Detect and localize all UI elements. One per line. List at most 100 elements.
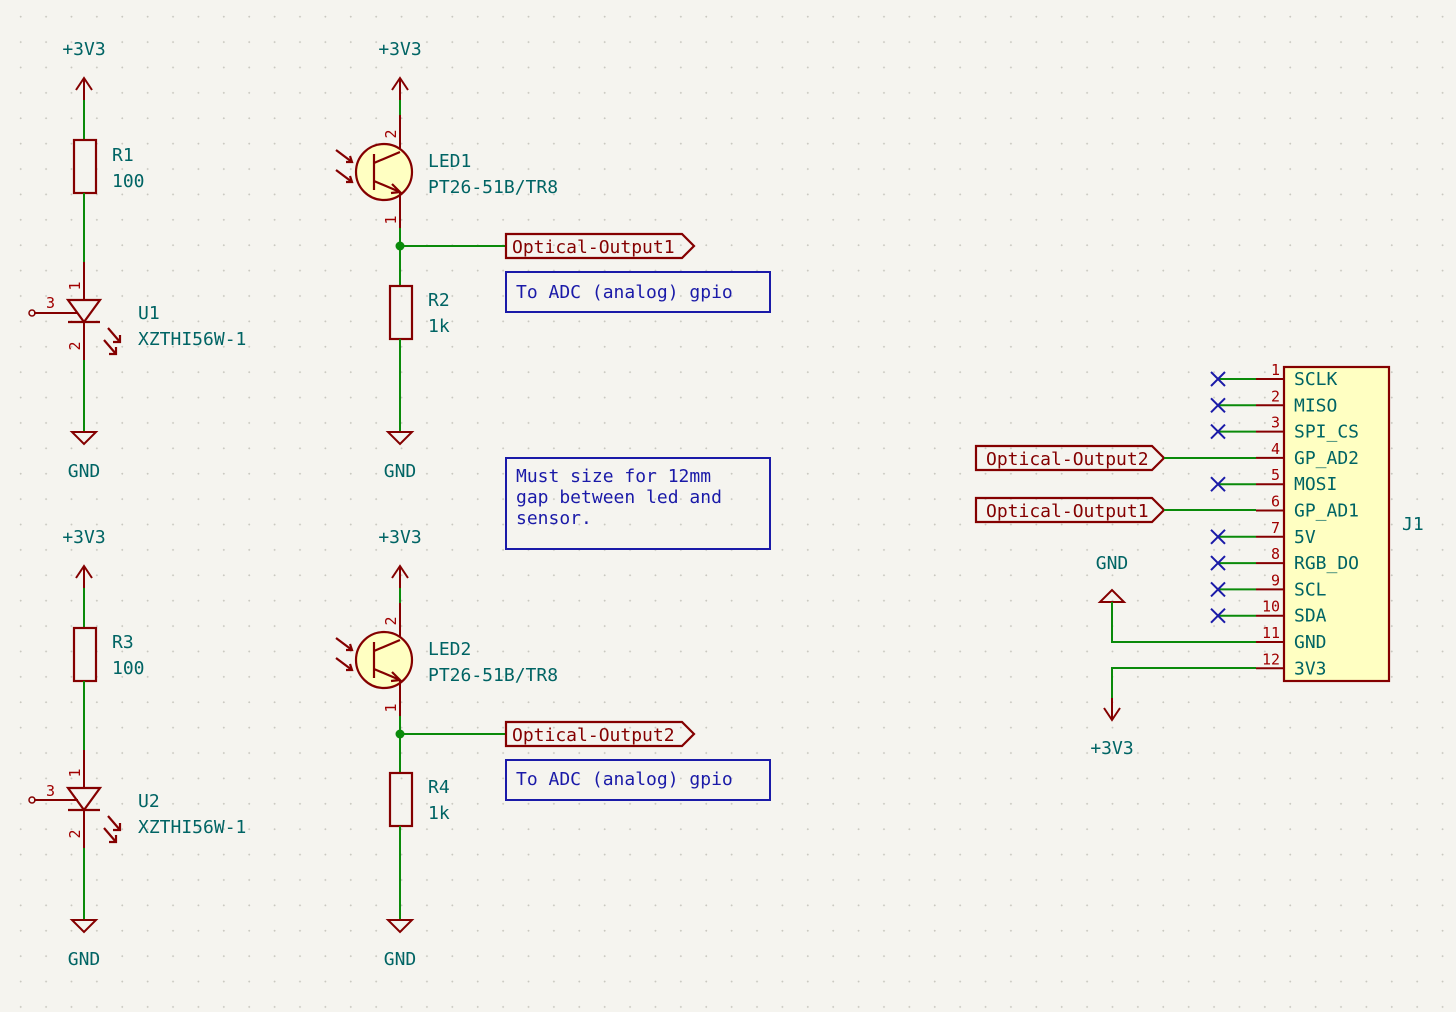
- pin-name: RGB_DO: [1294, 553, 1359, 574]
- pin-number: 6: [1271, 493, 1280, 511]
- sensor-circuit-1: +3V3 2 1 LED1 PT26-51B/TR8 Optical-Outpu…: [335, 39, 771, 482]
- note-text: To ADC (analog) gpio: [516, 769, 733, 790]
- sensor-circuit-2: +3V3 2 1 LED2 PT26-51B/TR8 Optical-Outpu…: [335, 527, 771, 970]
- led-triangle: [65, 298, 103, 324]
- pin-number: 1: [382, 215, 400, 224]
- note-line: gap between led and: [516, 487, 722, 508]
- power-symbol-gnd: [69, 431, 99, 446]
- sensor-value: PT26-51B/TR8: [428, 177, 558, 198]
- pin-name: 3V3: [1294, 658, 1327, 679]
- connector-pin-10: 10 SDA: [1210, 598, 1327, 627]
- power-label-vcc: +3V3: [62, 527, 105, 548]
- note-box: [505, 457, 771, 550]
- pin-number: 1: [66, 281, 84, 290]
- pin-number: 2: [382, 129, 400, 138]
- no-connect-icon: [1210, 607, 1226, 624]
- pin-number: 3: [46, 294, 55, 312]
- connector-ref: J1: [1402, 514, 1424, 535]
- pin-name: MOSI: [1294, 474, 1337, 495]
- pin-number: 3: [1271, 414, 1280, 432]
- power-label-gnd: GND: [68, 461, 101, 482]
- no-connect-icon: [1210, 371, 1226, 387]
- pin-number: 2: [66, 829, 84, 838]
- wire: [1111, 667, 1256, 698]
- pin-terminal: [28, 309, 36, 317]
- pin-number: 1: [1271, 361, 1280, 379]
- pin-number: 5: [1271, 466, 1280, 484]
- pin-number: 12: [1262, 650, 1280, 668]
- global-label-shape: [974, 496, 1166, 524]
- power-arrow-vcc: [75, 564, 93, 588]
- pin-number: 3: [46, 782, 55, 800]
- pin-terminal: [28, 796, 36, 804]
- global-label-shape: [974, 444, 1166, 472]
- pin-number: 1: [66, 768, 84, 777]
- power-label-gnd: GND: [1096, 553, 1129, 574]
- power-arrow-vcc: [1103, 698, 1121, 722]
- power-arrow-vcc: [391, 76, 409, 100]
- global-label-shape: [504, 720, 696, 748]
- phototransistor-leads: [372, 150, 401, 194]
- power-symbol-gnd: [1097, 588, 1127, 603]
- pin-name: SCLK: [1294, 369, 1338, 390]
- pin-number: 11: [1262, 624, 1280, 642]
- pin-number: 10: [1262, 598, 1280, 616]
- connector-pin-5: 5 MOSI: [1210, 466, 1337, 495]
- power-symbol-gnd: [385, 919, 415, 934]
- pin-name: SDA: [1294, 606, 1327, 627]
- resistor-ref: R1: [112, 145, 134, 166]
- global-label-text: Optical-Output1: [512, 237, 675, 258]
- note-box: [505, 271, 771, 313]
- power-label-vcc: +3V3: [378, 39, 421, 60]
- pin-number: 2: [1271, 387, 1280, 405]
- pin-name: GP_AD2: [1294, 448, 1359, 469]
- power-label-gnd: GND: [68, 949, 101, 970]
- pin-name: 5V: [1294, 527, 1316, 548]
- global-label-text: Optical-Output2: [986, 449, 1149, 470]
- size-note: Must size for 12mm gap between led and s…: [505, 457, 771, 550]
- resistor-symbol: [72, 138, 98, 195]
- light-arrows: [335, 637, 354, 672]
- global-label-text: Optical-Output2: [512, 725, 675, 746]
- emitter-circuit-2: +3V3 R3 100 1 3 2 U2 XZTHI56W-1 GND: [28, 527, 246, 970]
- pin-number: 4: [1271, 440, 1280, 458]
- connector-body: [1282, 365, 1391, 683]
- no-connect-icon: [1210, 476, 1226, 492]
- connector-pin-3: 3 SPI_CS: [1210, 414, 1359, 443]
- led-ref: U1: [138, 303, 160, 324]
- resistor-ref: R4: [428, 777, 450, 798]
- sensor-ref: LED2: [428, 639, 471, 660]
- sensor-ref: LED1: [428, 151, 471, 172]
- power-label-vcc: +3V3: [62, 39, 105, 60]
- global-label-text: Optical-Output1: [986, 501, 1149, 522]
- connector-pin-1: 1 SCLK: [1210, 361, 1338, 390]
- led-ref: U2: [138, 791, 160, 812]
- sensor-value: PT26-51B/TR8: [428, 665, 558, 686]
- connector-pin-4: 4 GP_AD2: [1256, 440, 1359, 469]
- no-connect-icon: [1210, 529, 1226, 545]
- pin-name: SPI_CS: [1294, 422, 1359, 443]
- power-label-vcc: +3V3: [1090, 738, 1133, 759]
- resistor-value: 100: [112, 658, 145, 679]
- phototransistor-body: [354, 630, 414, 690]
- light-arrows: [335, 149, 354, 184]
- power-arrow-vcc: [75, 76, 93, 100]
- connector-pin-12: 12 3V3: [1256, 650, 1327, 679]
- power-arrow-vcc: [391, 564, 409, 588]
- no-connect-icon: [1210, 423, 1226, 440]
- resistor-symbol: [388, 771, 414, 828]
- led-value: XZTHI56W-1: [138, 817, 246, 838]
- no-connect-icon: [1210, 581, 1226, 598]
- resistor-ref: R2: [428, 290, 450, 311]
- resistor-ref: R3: [112, 632, 134, 653]
- phototransistor-leads: [372, 638, 401, 682]
- emission-arrows: [103, 327, 122, 356]
- no-connect-icon: [1210, 397, 1226, 414]
